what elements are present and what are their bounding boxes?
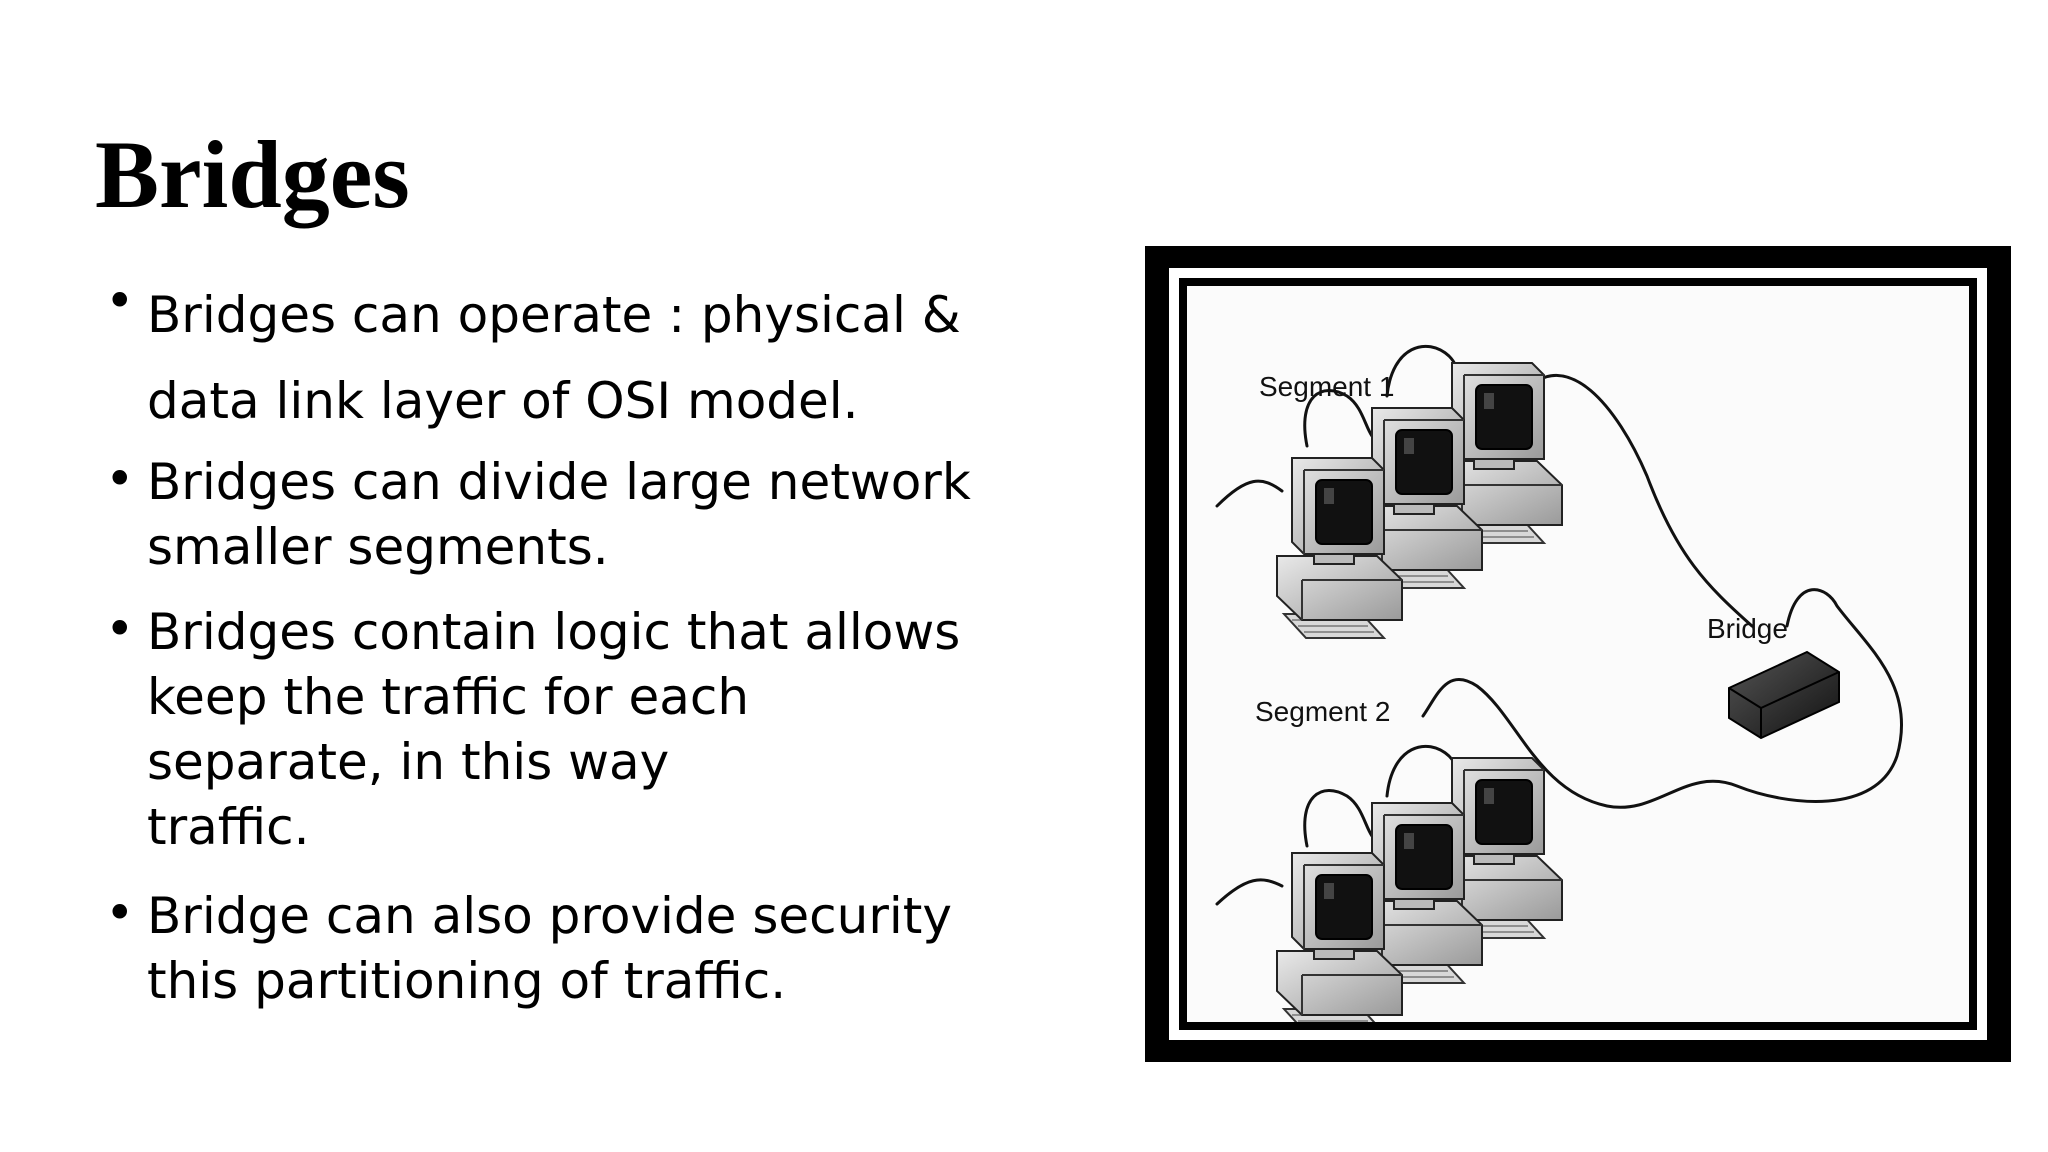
bullet-item: • Bridge can also provide security this … (105, 884, 985, 1014)
computer-icon (1276, 457, 1403, 639)
bullet-line: data link layer of OSI model. (147, 372, 859, 430)
bridge-label: Bridge (1707, 613, 1788, 644)
network-diagram: Segment 1 Segment 2 Bridge (1187, 286, 1969, 1022)
bullet-line: keep the traffic for each (147, 668, 750, 726)
network-diagram-svg: Segment 1 Segment 2 Bridge (1215, 345, 1904, 1022)
bullet-line: smaller segments. (147, 518, 609, 576)
bullet-line: Bridges contain logic that allows (147, 603, 961, 661)
bullet-line: Bridges can operate : physical & (147, 286, 961, 344)
slide-title: Bridges (95, 121, 410, 228)
bullet-line: Bridge can also provide security (147, 887, 952, 945)
bullet-dot: • (105, 450, 135, 508)
bullet-line: Bridges can divide large network (147, 453, 971, 511)
bullet-list: • Bridges can operate : physical & data … (105, 272, 985, 1014)
bullet-line: separate, in this way (147, 733, 670, 791)
bridge-device-icon (1728, 650, 1840, 740)
bullet-line: this partitioning of traffic. (147, 952, 787, 1010)
bullet-item: • Bridges can divide large network small… (105, 450, 985, 580)
segment-2-label: Segment 2 (1255, 696, 1390, 727)
network-cables (1215, 345, 1904, 906)
bullet-item: • Bridges can operate : physical & data … (105, 272, 985, 444)
segment-1-label: Segment 1 (1259, 371, 1394, 402)
bullet-item: • Bridges contain logic that allows keep… (105, 600, 985, 860)
bullet-dot: • (105, 272, 135, 330)
network-figure-frame: Segment 1 Segment 2 Bridge (1145, 246, 2011, 1062)
bullet-dot: • (105, 600, 135, 658)
computer-icon (1276, 852, 1403, 1022)
bullet-dot: • (105, 884, 135, 942)
bullet-line: traffic. (147, 798, 310, 856)
